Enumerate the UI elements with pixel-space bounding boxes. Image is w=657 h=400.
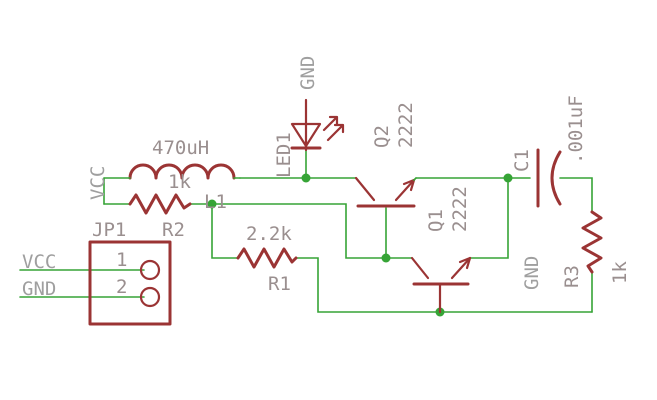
led-name-label: LED1	[273, 132, 295, 178]
r1-name-label: R1	[268, 273, 291, 295]
wire-r2-r1	[189, 203, 239, 259]
gnd-right-label: GND	[521, 256, 543, 290]
labels: VCC GND LED1 Q2 2222 Q1 2222 C1 .001uF 4…	[22, 56, 631, 300]
junction-dot	[207, 199, 217, 209]
capacitor-c1	[536, 148, 562, 208]
led-arrow	[326, 123, 345, 142]
junctions	[207, 173, 513, 317]
resistor-r3	[581, 210, 603, 274]
q1-name-label: Q1	[425, 209, 447, 232]
transistor-emitter	[450, 256, 472, 280]
led-arrow	[322, 115, 339, 132]
capacitor-curved-plate	[550, 150, 562, 206]
r1-value-label: 2.2k	[246, 223, 292, 245]
q1-value-label: 2222	[449, 186, 471, 232]
junction-dot	[301, 173, 311, 183]
led-1	[290, 98, 345, 152]
wire-c1-r3	[559, 177, 593, 213]
gnd-led-label: GND	[297, 56, 319, 90]
connector-jp1	[88, 240, 172, 326]
connector-pin-1	[139, 259, 161, 281]
l1-name-label: L1	[204, 191, 227, 213]
wire-r1-ground	[295, 257, 593, 313]
q2-value-label: 2222	[395, 102, 417, 148]
connector-body	[88, 240, 172, 326]
inductor-coils	[128, 163, 236, 180]
connector-pin-2	[139, 286, 161, 308]
transistor-q1	[410, 256, 472, 314]
junction-dot	[503, 173, 513, 183]
resistor-r1	[236, 247, 298, 269]
r3-value-label: 1k	[609, 261, 631, 284]
transistor-collector	[354, 176, 376, 202]
jp1-pin2-label: 2	[116, 276, 127, 298]
net-vcc-label: VCC	[22, 251, 56, 273]
transistor-arrow	[458, 256, 472, 270]
r2-value-label: 1k	[168, 171, 191, 193]
junction-dot	[381, 253, 391, 263]
r2-name-label: R2	[162, 219, 185, 241]
transistor-emitter	[394, 178, 416, 202]
resistor-zigzag	[128, 193, 192, 215]
transistor-collector	[410, 256, 430, 280]
resistor-r2	[103, 193, 192, 215]
jp1-pin1-label: 1	[116, 249, 127, 271]
transistor-lead	[413, 177, 417, 181]
transistor-q2	[354, 176, 417, 208]
c1-value-label: .001uF	[565, 95, 587, 164]
wire-c1-q1	[469, 177, 509, 259]
vcc-supply-label: VCC	[87, 166, 109, 200]
inductor-l1	[103, 163, 241, 180]
net-gnd-label: GND	[22, 278, 56, 300]
l1-value-label: 470uH	[152, 137, 209, 159]
wire-q1-base	[211, 203, 413, 259]
led-triangle	[290, 122, 322, 148]
c1-name-label: C1	[511, 149, 533, 172]
r3-name-label: R3	[561, 265, 583, 288]
q2-name-label: Q2	[371, 125, 393, 148]
jp1-name-label: JP1	[92, 219, 126, 241]
resistor-zigzag	[236, 247, 298, 269]
resistor-zigzag	[581, 210, 603, 274]
